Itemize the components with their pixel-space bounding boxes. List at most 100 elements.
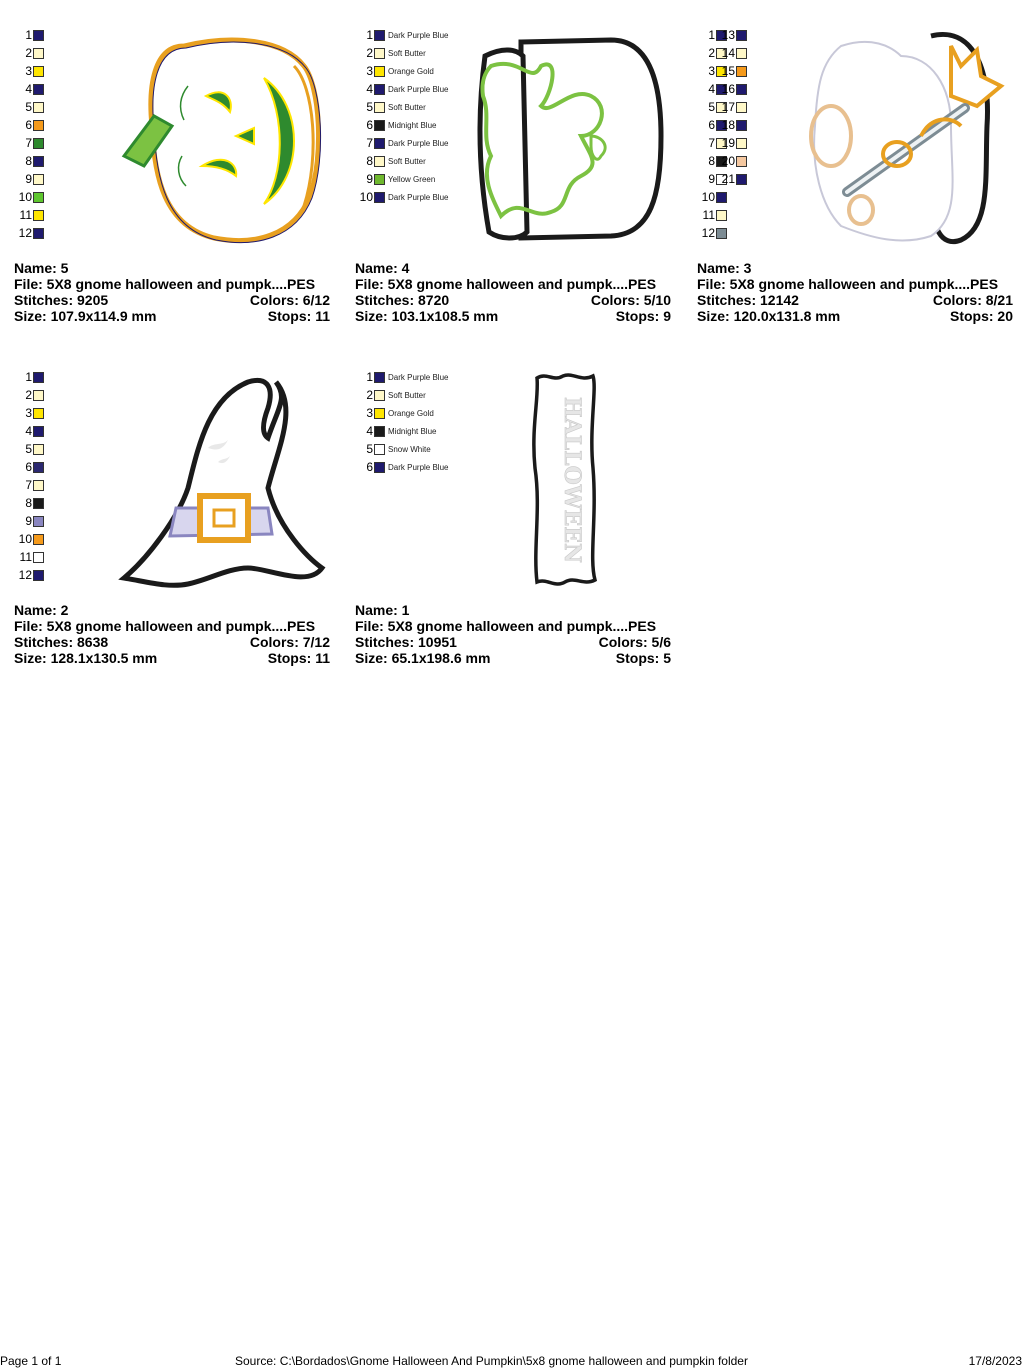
thread-number: 9 [708,172,715,186]
thread-color-swatch [33,227,44,239]
thread-number: 3 [708,64,715,78]
thread-color-swatch [374,101,385,113]
thread-number: 10 [18,190,32,204]
design-size: Size: 107.9x114.9 mm [14,308,157,324]
design-file: File: 5X8 gnome halloween and pumpk....P… [355,276,657,292]
thread-number: 8 [708,154,715,168]
thread-color-swatch [33,425,44,437]
design-stops: Stops: 9 [615,308,671,324]
thread-color-row: 18 [717,116,747,134]
thread-number: 3 [366,406,373,420]
thread-color-swatch [716,101,727,113]
design-info: Name: 1 File: 5X8 gnome halloween and pu… [355,602,671,666]
design-name: Name: 5 [14,260,69,276]
thread-color-swatch [716,29,727,41]
thread-number: 18 [721,118,735,132]
thread-number: 7 [366,136,373,150]
thread-number: 21 [721,172,735,186]
thread-color-row: 12 [14,224,44,242]
thread-color-row: 6 [14,116,44,134]
thread-number: 7 [25,478,32,492]
thread-number: 1 [25,370,32,384]
thread-number: 4 [366,82,373,96]
thread-color-swatch [716,47,727,59]
design-size: Size: 103.1x108.5 mm [355,308,499,324]
thread-color-name: Soft Butter [388,48,426,58]
thread-color-row: 2 [14,386,44,404]
thread-color-swatch [736,83,747,95]
thread-number: 17 [721,100,735,114]
thread-number: 5 [25,442,32,456]
thread-color-row: 7 [14,134,44,152]
thread-number: 12 [18,226,32,240]
thread-number: 9 [25,172,32,186]
thread-color-swatch [33,29,44,41]
thread-number: 10 [359,190,373,204]
thread-color-swatch [716,173,727,185]
thread-color-swatch [374,191,385,203]
thread-color-row: 7 [697,134,727,152]
thread-color-row: 4 [14,80,44,98]
thread-color-swatch [33,83,44,95]
thread-color-swatch [716,155,727,167]
design-name: Name: 2 [14,602,69,618]
design-stops: Stops: 11 [267,650,330,666]
design-size: Size: 128.1x130.5 mm [14,650,158,666]
thread-number: 6 [708,118,715,132]
footer-source-path: Source: C:\Bordados\Gnome Halloween And … [235,1354,748,1368]
thread-color-row: 1 [14,26,44,44]
pumpkin-design-preview [121,37,322,243]
thread-color-swatch [33,551,44,563]
thread-color-swatch [33,569,44,581]
thread-color-row: 11 [697,206,727,224]
thread-color-name: Orange Gold [388,408,434,418]
thread-color-swatch [716,209,727,221]
thread-number: 4 [366,424,373,438]
design-stops: Stops: 5 [615,650,671,666]
design-stops: Stops: 11 [267,308,330,324]
thread-number: 14 [721,46,735,60]
thread-color-row: 14 [717,44,747,62]
thread-color-swatch [33,389,44,401]
thread-number: 7 [25,136,32,150]
thread-number: 1 [366,28,373,42]
thread-color-swatch [736,155,747,167]
design-colors: Colors: 5/6 [598,634,671,650]
thread-number: 5 [708,100,715,114]
design-file: File: 5X8 gnome halloween and pumpk....P… [14,276,316,292]
thread-color-row: 10 [14,188,44,206]
thread-color-swatch [33,119,44,131]
thread-number: 11 [19,550,32,564]
design-info: Name: 2 File: 5X8 gnome halloween and pu… [14,602,330,666]
thread-color-row: 15 [717,62,747,80]
thread-color-row: 9 [14,512,44,530]
thread-color-swatch [374,155,385,167]
thread-number: 8 [25,154,32,168]
thread-color-swatch [374,425,385,437]
thread-color-swatch [736,47,747,59]
thread-color-swatch [716,83,727,95]
thread-color-swatch [33,191,44,203]
thread-color-swatch [33,515,44,527]
design-stitches: Stitches: 8720 [355,292,450,308]
thread-color-swatch [374,83,385,95]
design-name: Name: 3 [697,260,752,276]
thread-color-name: Dark Purple Blue [388,192,449,202]
thread-number: 2 [708,46,715,60]
thread-color-name: Dark Purple Blue [388,462,449,472]
thread-number: 1 [708,28,715,42]
thread-number: 13 [721,28,735,42]
halloween-banner-design-preview: HALLOWEEN [532,373,598,586]
thread-color-row: 11 [14,548,44,566]
thread-color-row: 12 [14,566,44,584]
thread-number: 6 [25,118,32,132]
